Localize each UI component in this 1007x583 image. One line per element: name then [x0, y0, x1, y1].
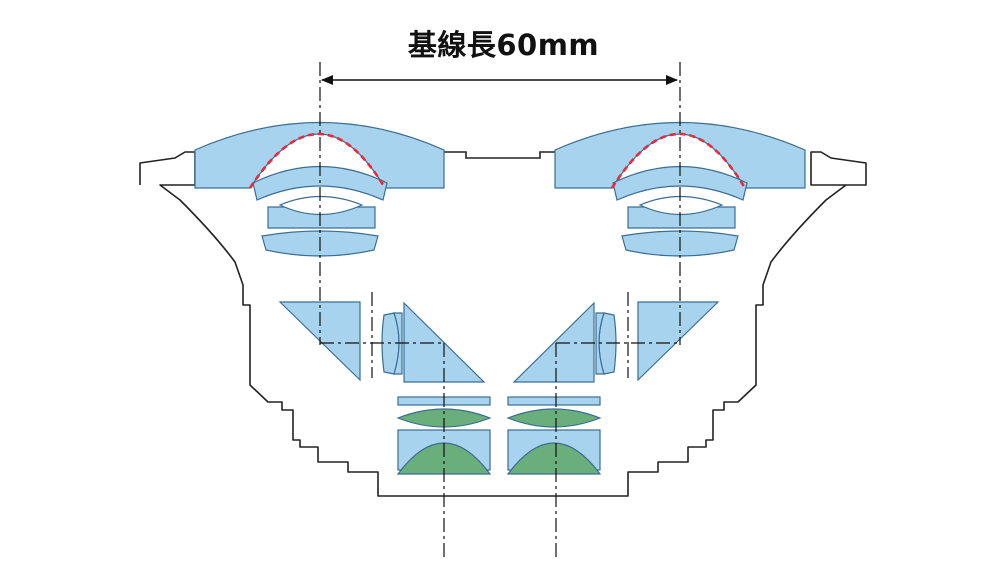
housing-outline	[139, 151, 867, 497]
optical-axes	[319, 62, 681, 560]
left-relay-lens-b	[393, 312, 403, 375]
right-green-lens-1	[506, 408, 602, 428]
left-green-lens-2	[396, 442, 492, 475]
right-green-lens-2	[506, 442, 602, 475]
housing-top-bridge	[444, 151, 555, 159]
right-green-lenses	[506, 408, 602, 475]
left-second-element	[252, 165, 388, 201]
right-second-element	[612, 165, 748, 201]
right-red-arc	[610, 132, 747, 189]
baseline-title: 基線長60mm	[407, 28, 600, 62]
right-relay-lens-b	[595, 312, 605, 375]
right-doublet-inner	[638, 195, 724, 216]
right-bottom-plate-1	[507, 396, 601, 406]
right-outer-prism	[637, 301, 720, 382]
left-doublet-inner	[278, 195, 364, 216]
right-optics	[507, 121, 806, 471]
left-red-arc	[248, 132, 387, 189]
